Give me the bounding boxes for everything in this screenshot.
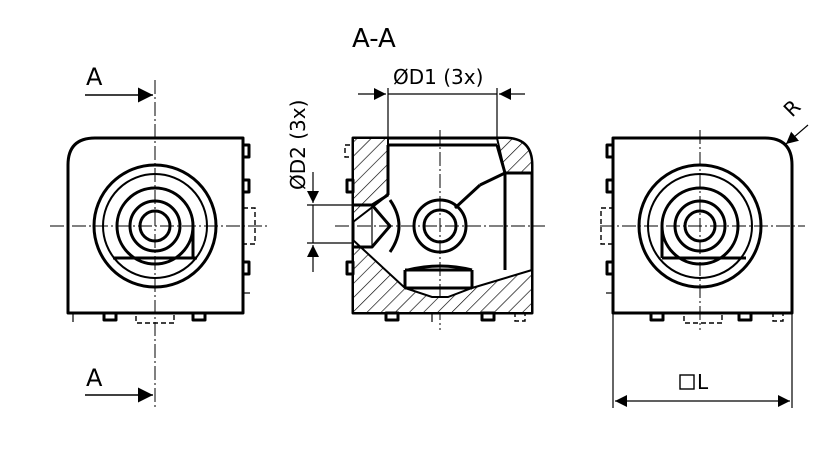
right-tab — [605, 178, 615, 194]
section-tab — [345, 260, 355, 276]
right-outer-ring — [637, 163, 763, 289]
section-tab — [345, 178, 355, 194]
right-bottom-tab — [737, 311, 753, 322]
section-bottom-tab — [384, 311, 400, 322]
left-tab — [241, 143, 251, 159]
cut-marker-top: A — [86, 63, 103, 91]
left-ring — [102, 173, 208, 279]
square-symbol-icon — [679, 374, 695, 390]
left-hidden-slot-bottom — [135, 312, 175, 324]
right-tab — [605, 143, 615, 159]
left-bottom-tab — [102, 311, 118, 322]
section-bottom-tab — [480, 311, 496, 322]
section-bore — [422, 208, 458, 244]
section-cone-curve — [407, 264, 473, 272]
left-outer-ring — [92, 163, 218, 289]
right-ring — [673, 199, 727, 253]
section-inner-line — [479, 171, 506, 187]
cut-marker-bottom: A — [86, 364, 103, 392]
section-boss — [412, 198, 468, 254]
left-ring — [128, 199, 182, 253]
diameter-d2-label: ØD2 (3x) — [286, 100, 310, 190]
section-hatch-topright — [495, 137, 533, 174]
radius-leader — [785, 124, 809, 145]
section-inner-line — [495, 144, 507, 174]
section-view: A-A — [286, 24, 545, 330]
section-inner-line — [371, 193, 389, 207]
right-hidden-slot-bottom — [683, 312, 723, 324]
section-cone-curve — [388, 199, 401, 253]
section-hatch-topleft — [352, 137, 389, 225]
right-hidden-tab — [772, 312, 784, 322]
left-body-outline — [66, 136, 245, 315]
right-view: R L — [600, 95, 809, 408]
diameter-d1-label: ØD1 (3x) — [393, 65, 483, 89]
left-bottom-tab — [191, 311, 207, 322]
section-counterbore-left — [353, 203, 392, 249]
section-inner-line — [453, 183, 482, 210]
left-tab — [241, 260, 251, 276]
size-label: L — [697, 370, 709, 394]
right-tab — [605, 260, 615, 276]
right-bore — [683, 209, 717, 243]
section-hidden-tab — [514, 312, 526, 322]
left-bore — [138, 209, 172, 243]
right-ring — [647, 173, 753, 279]
section-title: A-A — [352, 24, 396, 54]
left-tab — [241, 178, 251, 194]
right-bottom-tab — [649, 311, 665, 322]
right-body-outline — [611, 136, 794, 315]
section-hidden-tab — [344, 144, 354, 158]
left-view: A A — [50, 63, 268, 410]
radius-label: R — [779, 95, 806, 122]
